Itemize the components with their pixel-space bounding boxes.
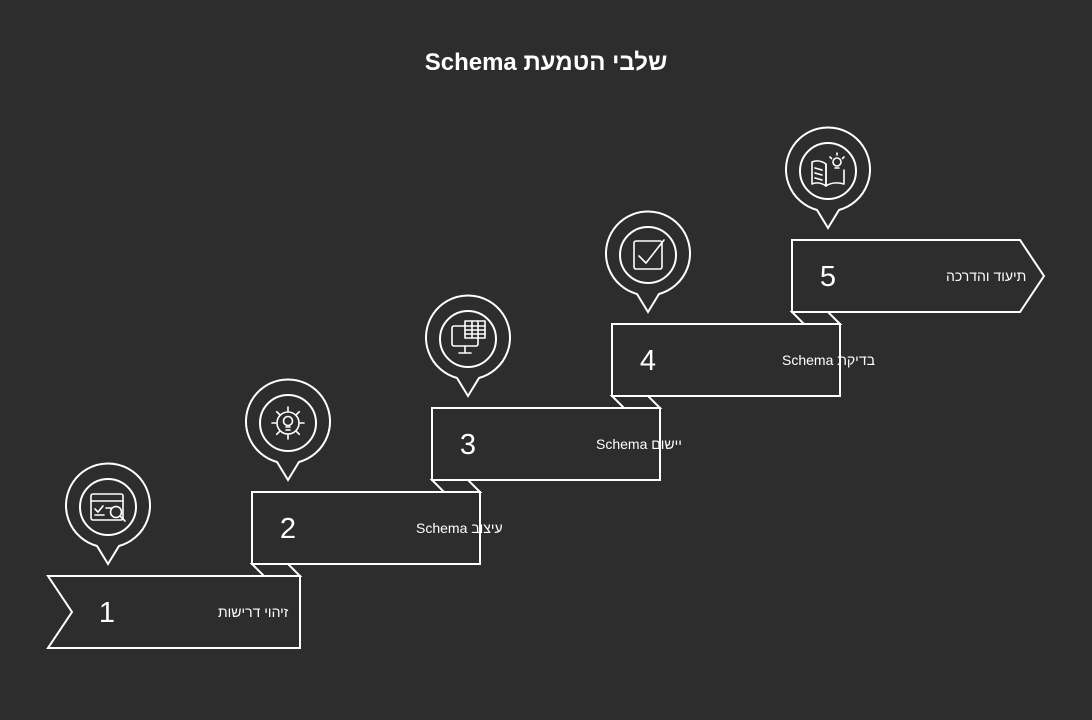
- connector-2-3: [429, 479, 483, 493]
- step-2-label: עיצוב Schema: [416, 520, 503, 536]
- page-title: שלבי הטמעת Schema: [424, 49, 668, 76]
- step-4-box: [611, 323, 841, 397]
- step-3: 3 יישום Schema: [425, 294, 682, 481]
- step-5-number: 5: [820, 261, 836, 293]
- step-3-label: יישום Schema: [596, 436, 682, 452]
- step-5-label: תיעוד והדרכה: [946, 268, 1026, 284]
- step-4-marker: [605, 210, 691, 314]
- step-1-label: זיהוי דרישות: [218, 604, 289, 620]
- requirements-search-icon: [90, 493, 126, 522]
- connector-1-2: [249, 563, 303, 577]
- step-1-marker: [65, 462, 151, 566]
- gear-bulb-icon: [271, 406, 305, 440]
- step-1-number: 1: [99, 597, 115, 629]
- step-5: 5 תיעוד והדרכה: [785, 126, 1046, 313]
- connector-3-4: [609, 395, 663, 409]
- step-4-label: בדיקת Schema: [782, 352, 875, 368]
- step-1-box: [46, 575, 301, 649]
- connector-4-5: [789, 311, 843, 325]
- step-5-box: [791, 239, 1046, 313]
- step-4-number: 4: [640, 345, 656, 377]
- step-4: 4 בדיקת Schema: [605, 210, 875, 397]
- checkbox-icon: [633, 239, 665, 270]
- step-3-box: [431, 407, 661, 481]
- step-3-number: 3: [460, 429, 476, 461]
- step-2-box: [251, 491, 481, 565]
- step-2: 2 עיצוב Schema: [245, 378, 503, 565]
- step-1: 1 זיהוי דרישות: [46, 462, 301, 649]
- step-5-marker: [785, 126, 871, 230]
- book-idea-icon: [811, 152, 845, 187]
- monitor-table-icon: [451, 320, 486, 354]
- step-2-number: 2: [280, 513, 296, 545]
